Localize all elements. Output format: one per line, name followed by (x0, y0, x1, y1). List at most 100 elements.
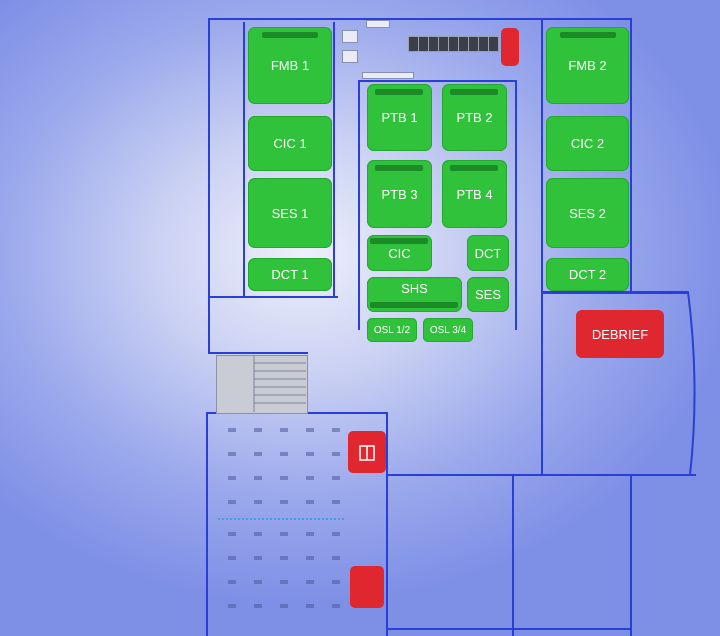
room-label: SES 2 (569, 205, 606, 221)
room-fmb-2[interactable]: FMB 2 (546, 27, 629, 104)
console (375, 89, 423, 95)
wall-bottom-v1 (512, 476, 514, 636)
console (560, 32, 616, 38)
room-ptb-4[interactable]: PTB 4 (442, 160, 507, 228)
console (450, 89, 498, 95)
wall-corridor-h (358, 80, 517, 82)
wall-left-rooms (243, 22, 245, 296)
wall-corridor-v2 (515, 80, 517, 330)
desk (228, 428, 236, 432)
desk (306, 428, 314, 432)
counter (362, 72, 414, 79)
desk (280, 500, 288, 504)
room-label: FMB 2 (568, 58, 607, 73)
room-label: DCT 2 (568, 267, 607, 282)
room-label: DCT (474, 245, 502, 261)
console (375, 165, 423, 171)
debrief-outline (542, 291, 696, 476)
wall-left-lower (206, 412, 208, 636)
alert-marker-bottom[interactable] (350, 566, 384, 608)
desk (228, 532, 236, 536)
wall-left-upper (208, 18, 210, 353)
desk (332, 476, 340, 480)
room-ptb-2[interactable]: PTB 2 (442, 84, 507, 151)
desk (254, 476, 262, 480)
wall-lower-right (386, 412, 388, 636)
desk (332, 556, 340, 560)
room-label: PTB 4 (456, 186, 493, 202)
panel-1 (342, 30, 358, 43)
room-label: DEBRIEF (591, 326, 649, 342)
room-dct-1[interactable]: DCT 1 (248, 258, 332, 291)
room-label: OSL 1/2 (373, 324, 411, 336)
wall-bottom-v2 (630, 476, 632, 636)
room-cic-1[interactable]: CIC 1 (248, 116, 332, 171)
panel-2 (342, 50, 358, 63)
door-icon (359, 445, 375, 461)
room-dct[interactable]: DCT (467, 235, 509, 271)
wall-bottom-h (386, 628, 632, 630)
desk (306, 580, 314, 584)
desk (254, 532, 262, 536)
desk (228, 604, 236, 608)
room-label: SES 1 (271, 205, 309, 221)
room-debrief[interactable]: DEBRIEF (576, 310, 664, 358)
wall-bottom-block-top (386, 474, 696, 476)
wall-left-mid (208, 352, 308, 354)
room-dct-2[interactable]: DCT 2 (546, 258, 629, 291)
desk (254, 604, 262, 608)
desk (228, 580, 236, 584)
desk (280, 556, 288, 560)
desk (332, 428, 340, 432)
room-ses[interactable]: SES (467, 277, 509, 312)
room-label: DCT 1 (271, 267, 309, 282)
desk (280, 580, 288, 584)
room-osl-1-2[interactable]: OSL 1/2 (367, 318, 417, 342)
desk (332, 604, 340, 608)
room-ses-2[interactable]: SES 2 (546, 178, 629, 248)
console (370, 302, 458, 308)
wall-left-rooms-r (333, 22, 335, 296)
room-label: PTB 1 (381, 110, 418, 125)
server-rack (488, 36, 499, 52)
room-label: SES (474, 287, 501, 302)
desk (306, 476, 314, 480)
room-fmb-1[interactable]: FMB 1 (248, 27, 332, 104)
desk (280, 476, 288, 480)
room-label: CIC 1 (273, 136, 307, 151)
desk (254, 556, 262, 560)
room-osl-3-4[interactable]: OSL 3/4 (423, 318, 473, 342)
room-ptb-1[interactable]: PTB 1 (367, 84, 432, 151)
divider-line (218, 518, 344, 520)
room-label: OSL 3/4 (429, 324, 467, 336)
desk (306, 500, 314, 504)
desk (280, 532, 288, 536)
room-cic-2[interactable]: CIC 2 (546, 116, 629, 171)
desk (306, 452, 314, 456)
desk (306, 556, 314, 560)
room-label: SHS (401, 281, 428, 296)
wall-corridor-v1 (358, 80, 360, 330)
wall-right-block-left (541, 18, 543, 476)
desk (332, 500, 340, 504)
desk (332, 532, 340, 536)
console (370, 238, 428, 244)
room-ptb-3[interactable]: PTB 3 (367, 160, 432, 228)
alert-marker-top[interactable] (501, 28, 519, 66)
desk (280, 604, 288, 608)
desk (280, 428, 288, 432)
wall-right (630, 18, 632, 293)
desk (254, 452, 262, 456)
desk (228, 476, 236, 480)
room-ses-1[interactable]: SES 1 (248, 178, 332, 248)
room-label: CIC (388, 245, 411, 261)
wall-left-stair (208, 296, 338, 298)
desk (332, 580, 340, 584)
console (262, 32, 318, 38)
door-tag (366, 20, 390, 28)
desk (254, 580, 262, 584)
room-label: PTB 2 (456, 110, 493, 125)
desk (306, 604, 314, 608)
stairs (216, 355, 308, 414)
